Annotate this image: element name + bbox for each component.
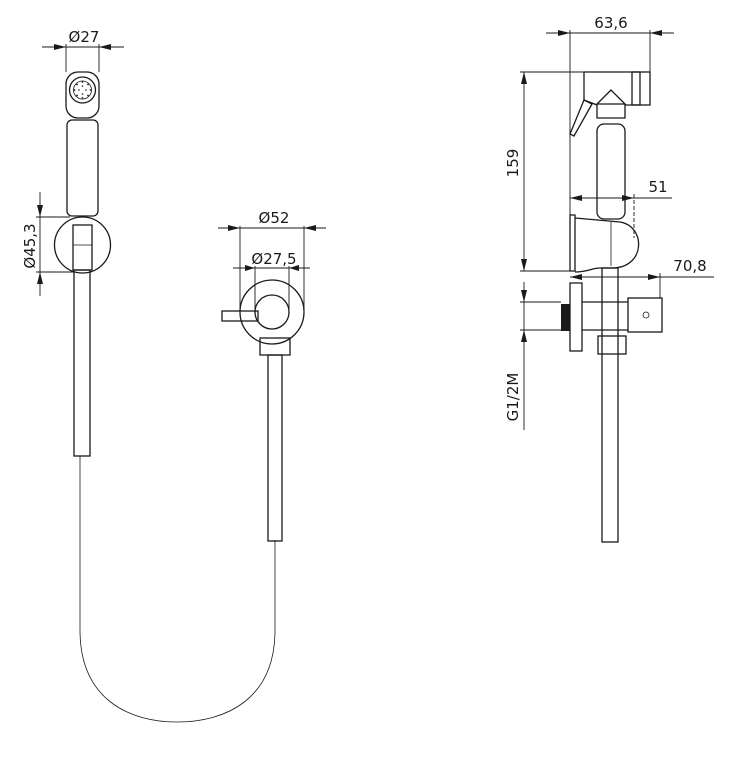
dimension-valve-body: Ø27,5	[233, 250, 310, 312]
hose-side-ribbed	[601, 267, 619, 543]
dimension-overall-width: 63,6	[546, 14, 674, 215]
dimension-handset-head: Ø27	[42, 28, 124, 72]
hose-loop	[79, 456, 276, 723]
label-holder-depth: 51	[648, 178, 667, 196]
valve-backplate	[569, 282, 583, 352]
valve-rosette	[239, 279, 305, 345]
body-junction	[595, 89, 627, 105]
label-holder-diameter: Ø45,3	[21, 223, 39, 268]
inlet-thread	[561, 304, 570, 331]
spray-nozzle-ring	[73, 80, 92, 100]
hose-right-ribbed	[267, 354, 283, 542]
valve-handle-block	[627, 297, 663, 333]
trigger-lever	[569, 99, 593, 137]
spray-holes	[73, 81, 92, 99]
label-rosette-diameter: Ø52	[259, 209, 290, 227]
handset-grip	[66, 119, 99, 217]
holder-plate	[569, 214, 576, 272]
label-overall-height: 159	[504, 149, 522, 178]
label-thread: G1/2M	[504, 373, 522, 422]
holder-ring	[53, 216, 112, 274]
hose-connector-side	[597, 335, 627, 355]
handset-grip-side	[596, 123, 626, 220]
dimension-overall-height: 159	[504, 71, 584, 272]
dimension-thread: G1/2M	[504, 282, 561, 430]
nozzle-thread	[631, 71, 651, 106]
handset-head	[65, 71, 100, 119]
label-handset-diameter: Ø27	[69, 28, 100, 46]
valve-front-view	[221, 279, 305, 542]
dimension-rosette: Ø52	[218, 209, 326, 312]
label-overall-width: 63,6	[594, 14, 627, 32]
valve-body	[254, 294, 290, 330]
dimension-holder: Ø45,3	[21, 192, 75, 296]
side-view-assembly	[561, 71, 663, 543]
handset-front-view	[53, 71, 112, 457]
label-valve-depth: 70,8	[673, 257, 706, 275]
spray-face	[68, 76, 97, 104]
holder-clip	[72, 224, 93, 271]
holder-bulb	[574, 217, 640, 273]
dimension-holder-depth: 51	[570, 178, 672, 238]
hose-left-ribbed	[73, 269, 91, 457]
dimension-valve-depth: 70,8	[570, 257, 714, 298]
label-valve-body-diameter: Ø27,5	[251, 250, 296, 268]
valve-pin	[642, 311, 650, 319]
